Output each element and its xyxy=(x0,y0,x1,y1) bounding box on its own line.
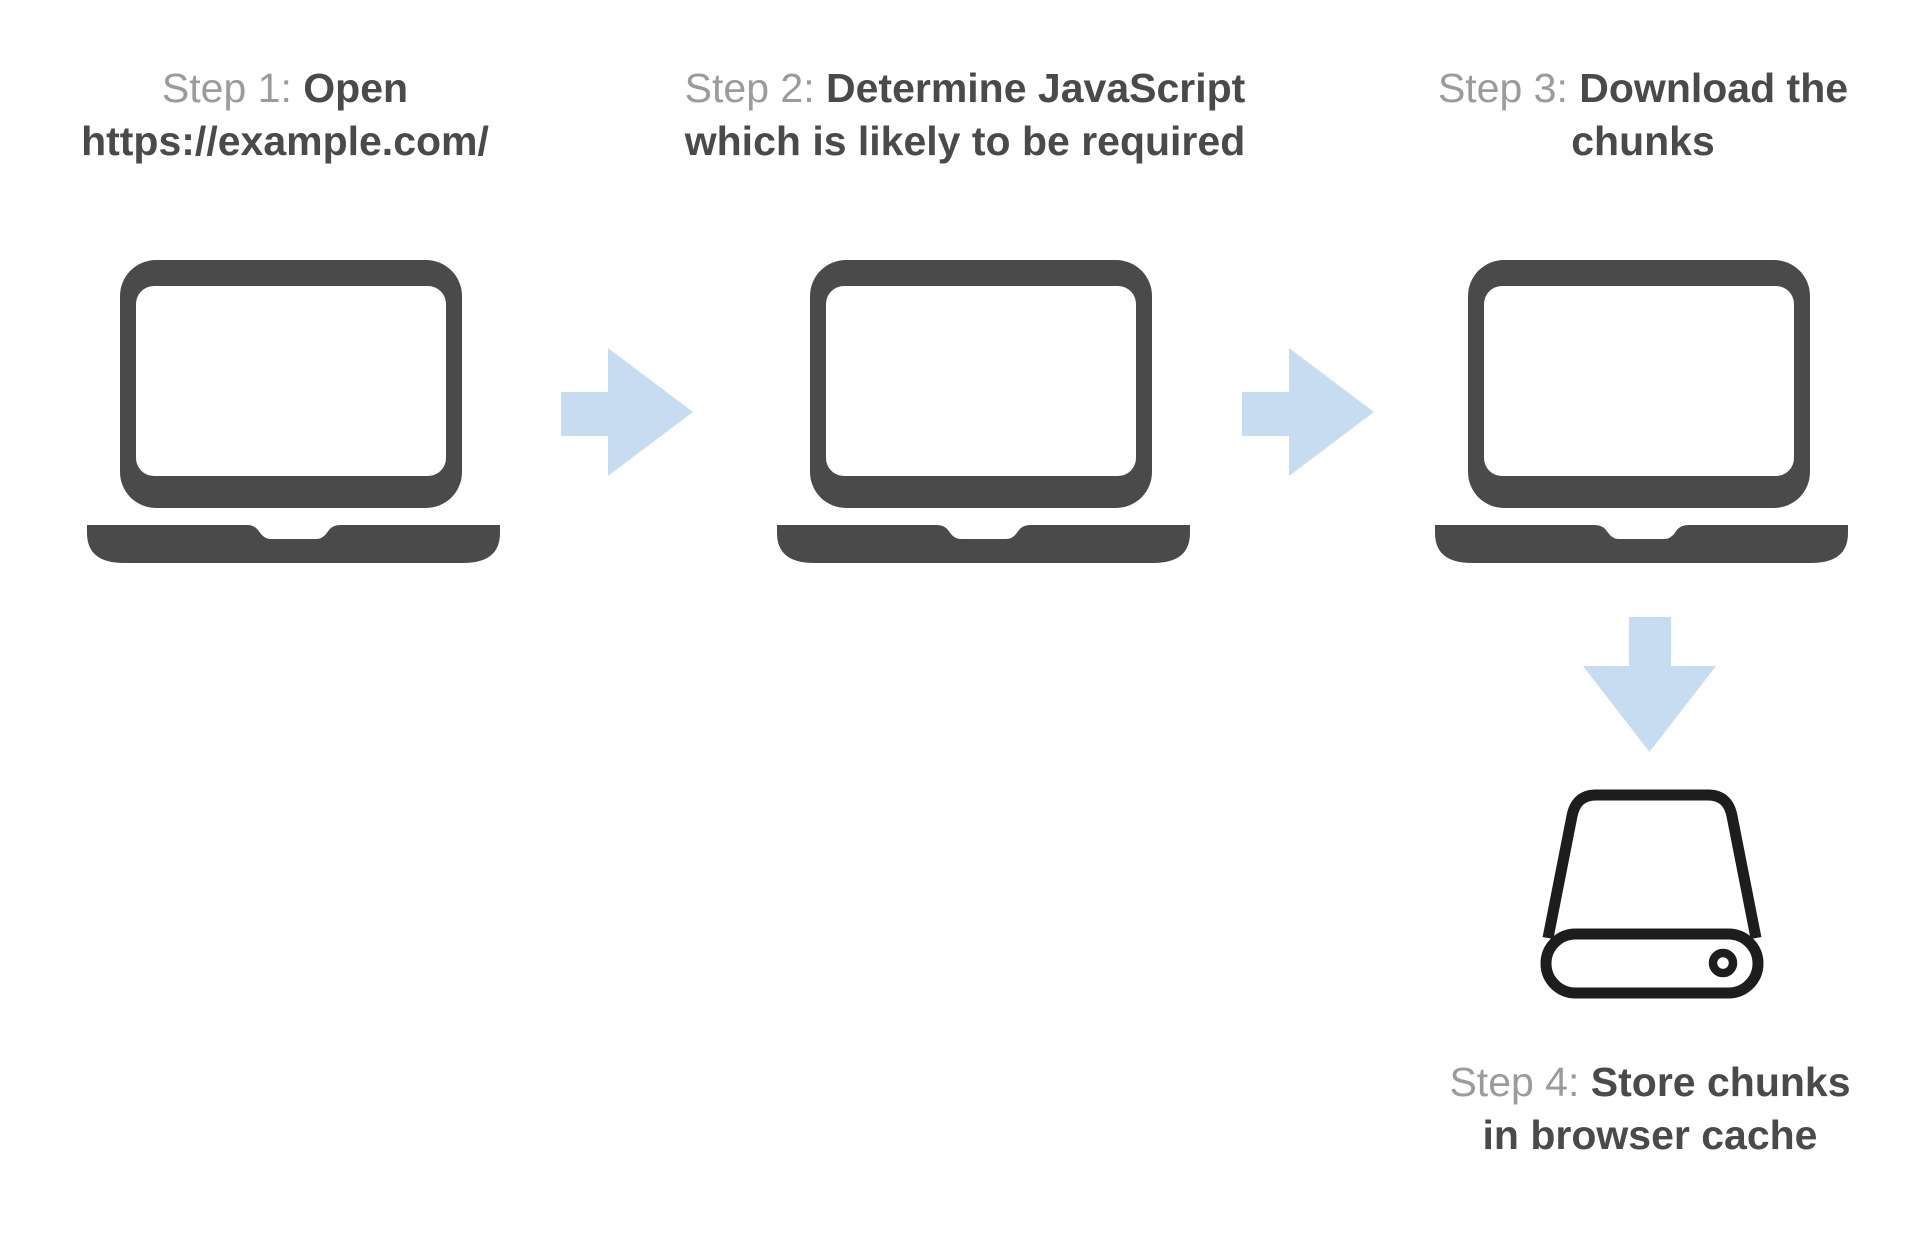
step-1-label: Step 1: Open https://example.com/ xyxy=(35,62,535,168)
step-4-label: Step 4: Store chunks in browser cache xyxy=(1370,1056,1916,1162)
step-1-title: Open xyxy=(303,65,409,111)
step-3-label: Step 3: Download the chunks xyxy=(1363,62,1916,168)
arrow-right-icon xyxy=(1242,348,1374,476)
arrow-right-icon xyxy=(561,348,693,476)
step-4-prefix: Step 4: xyxy=(1449,1059,1580,1105)
step-2-label: Step 2: Determine JavaScript which is li… xyxy=(635,62,1295,168)
step-2-prefix: Step 2: xyxy=(684,65,815,111)
step-2-title-line-2: which is likely to be required xyxy=(684,118,1246,164)
step-1-label-line-1: Step 1: Open xyxy=(35,62,535,115)
step-4-label-line-1: Step 4: Store chunks xyxy=(1370,1056,1916,1109)
step-3-prefix: Step 3: xyxy=(1437,65,1568,111)
step-1-prefix: Step 1: xyxy=(161,65,292,111)
hard-drive-icon xyxy=(1540,788,1764,1000)
step-3-title: Download the xyxy=(1579,65,1849,111)
laptop-icon xyxy=(1435,260,1848,563)
step-3-label-line-1: Step 3: Download the xyxy=(1363,62,1916,115)
laptop-icon xyxy=(87,260,500,563)
arrow-down-icon xyxy=(1583,617,1716,752)
step-4-title: Store chunks xyxy=(1590,1059,1851,1105)
step-1-title-line-2: https://example.com/ xyxy=(81,118,489,164)
step-3-title-line-2: chunks xyxy=(1571,118,1715,164)
step-2-title: Determine JavaScript xyxy=(826,65,1246,111)
step-4-title-line-2: in browser cache xyxy=(1482,1112,1818,1158)
laptop-icon xyxy=(777,260,1190,563)
step-2-label-line-1: Step 2: Determine JavaScript xyxy=(635,62,1295,115)
